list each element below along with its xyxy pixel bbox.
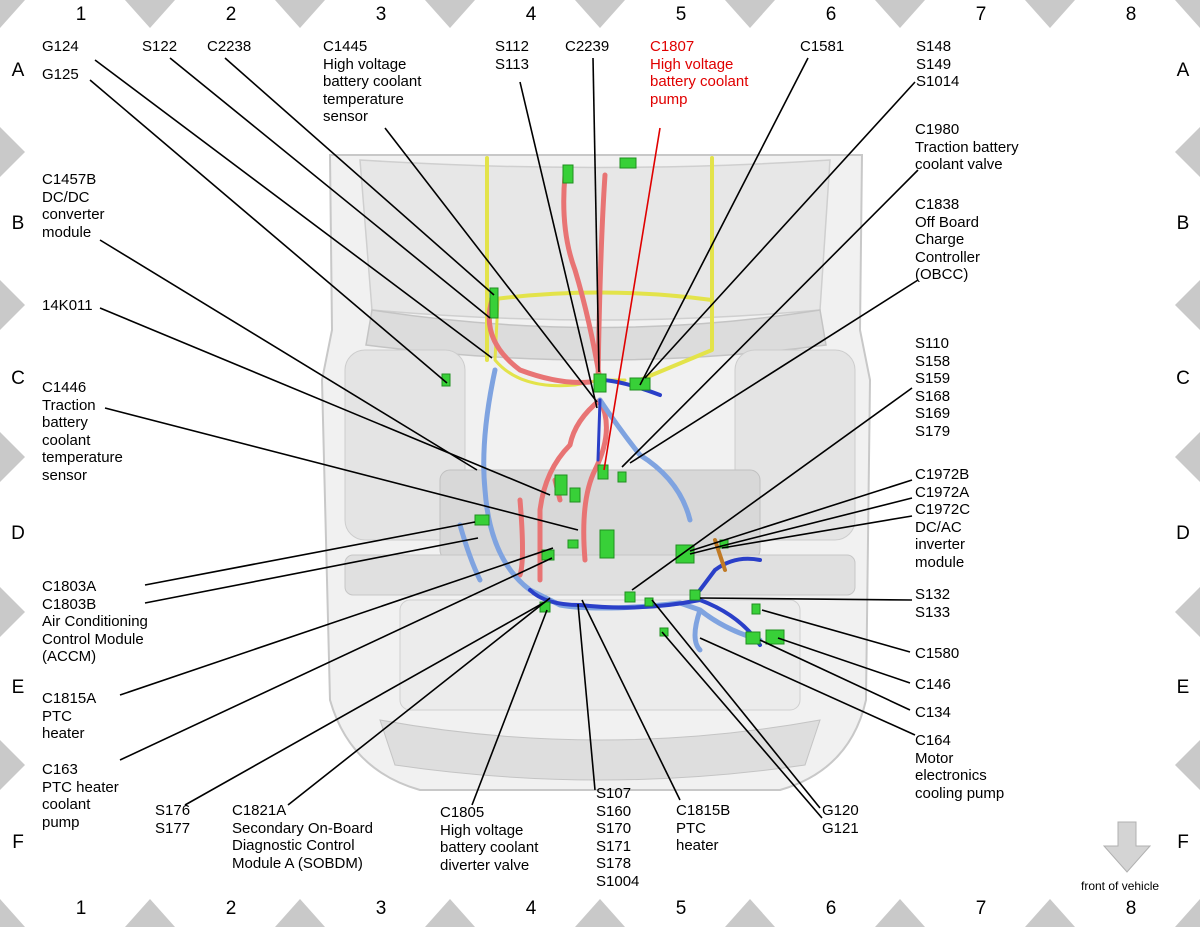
grid-row-label: D bbox=[1176, 523, 1190, 544]
callout-c1807-highlighted: C1807 High voltage battery coolant pump bbox=[650, 38, 749, 108]
callout-s132-s133: S132 S133 bbox=[915, 586, 951, 621]
callout-14k011: 14K011 bbox=[42, 297, 93, 314]
grid-row-label: D bbox=[11, 523, 25, 544]
front-of-vehicle-arrow bbox=[1102, 821, 1152, 873]
callout-g120-g121: G120 G121 bbox=[822, 802, 859, 837]
callout-c1805: C1805 High voltage battery coolant diver… bbox=[440, 804, 539, 874]
callout-g124: G124 bbox=[42, 38, 79, 55]
grid-column-label: 3 bbox=[375, 898, 387, 919]
callout-c1580: C1580 bbox=[915, 645, 960, 662]
callout-s176-s177: S176 S177 bbox=[155, 802, 191, 837]
callout-c1838: C1838 Off Board Charge Controller (OBCC) bbox=[915, 196, 981, 283]
grid-column-label: 2 bbox=[225, 4, 237, 25]
grid-row-label: B bbox=[1176, 213, 1190, 234]
callout-c1815b: C1815B PTC heater bbox=[676, 802, 731, 854]
callout-c1445: C1445 High voltage battery coolant tempe… bbox=[323, 38, 422, 125]
callout-g125: G125 bbox=[42, 66, 79, 83]
grid-column-label: 6 bbox=[825, 898, 837, 919]
callout-c134: C134 bbox=[915, 704, 951, 721]
grid-row-label: B bbox=[11, 213, 25, 234]
callout-c146: C146 bbox=[915, 676, 951, 693]
callout-c1803: C1803A C1803B Air Conditioning Control M… bbox=[42, 578, 148, 665]
callout-c1980: C1980 Traction battery coolant valve bbox=[915, 121, 1019, 173]
leader-lines bbox=[89, 57, 919, 819]
callout-c1821a: C1821A Secondary On-Board Diagnostic Con… bbox=[232, 802, 373, 872]
callout-c1457b: C1457B DC/DC converter module bbox=[42, 171, 105, 241]
grid-column-label: 3 bbox=[375, 4, 387, 25]
callout-c1446: C1446 Traction battery coolant temperatu… bbox=[42, 379, 123, 484]
grid-column-label: 7 bbox=[975, 4, 987, 25]
grid-column-label: 5 bbox=[675, 4, 687, 25]
grid-column-label: 4 bbox=[525, 4, 537, 25]
grid-row-label: E bbox=[1176, 677, 1190, 698]
callout-c1972: C1972B C1972A C1972C DC/AC inverter modu… bbox=[915, 466, 971, 571]
highlight-leader-line bbox=[603, 127, 661, 471]
grid-row-label: F bbox=[1177, 832, 1189, 853]
grid-column-label: 1 bbox=[75, 898, 87, 919]
callout-c2238: C2238 bbox=[207, 38, 252, 55]
grid-row-label: A bbox=[1176, 60, 1190, 81]
grid-column-label: 5 bbox=[675, 898, 687, 919]
callout-s112-s113: S112 S113 bbox=[495, 38, 529, 73]
grid-column-label: 6 bbox=[825, 4, 837, 25]
callout-c1581: C1581 bbox=[800, 38, 845, 55]
grid-row-label: F bbox=[12, 832, 24, 853]
callout-s107-group: S107 S160 S170 S171 S178 S1004 bbox=[596, 785, 640, 890]
callout-s122: S122 bbox=[142, 38, 178, 55]
grid-column-label: 4 bbox=[525, 898, 537, 919]
grid-column-label: 2 bbox=[225, 898, 237, 919]
grid-row-label: A bbox=[11, 60, 25, 81]
grid-row-label: C bbox=[1176, 368, 1190, 389]
grid-column-label: 7 bbox=[975, 898, 987, 919]
callout-c163: C163 PTC heater coolant pump bbox=[42, 761, 119, 831]
callout-c164: C164 Motor electronics cooling pump bbox=[915, 732, 1005, 802]
callout-s148-group: S148 S149 S1014 bbox=[916, 38, 960, 90]
grid-column-label: 1 bbox=[75, 4, 87, 25]
grid-column-label: 8 bbox=[1125, 898, 1137, 919]
grid-column-label: 8 bbox=[1125, 4, 1137, 25]
grid-row-label: E bbox=[11, 677, 25, 698]
grid-row-label: C bbox=[11, 368, 25, 389]
callout-c2239: C2239 bbox=[565, 38, 610, 55]
callout-s110-group: S110 S158 S159 S168 S169 S179 bbox=[915, 335, 951, 440]
connector-markers bbox=[441, 157, 785, 645]
callout-c1815a: C1815A PTC heater bbox=[42, 690, 97, 742]
front-of-vehicle-label: front of vehicle bbox=[1081, 879, 1160, 893]
